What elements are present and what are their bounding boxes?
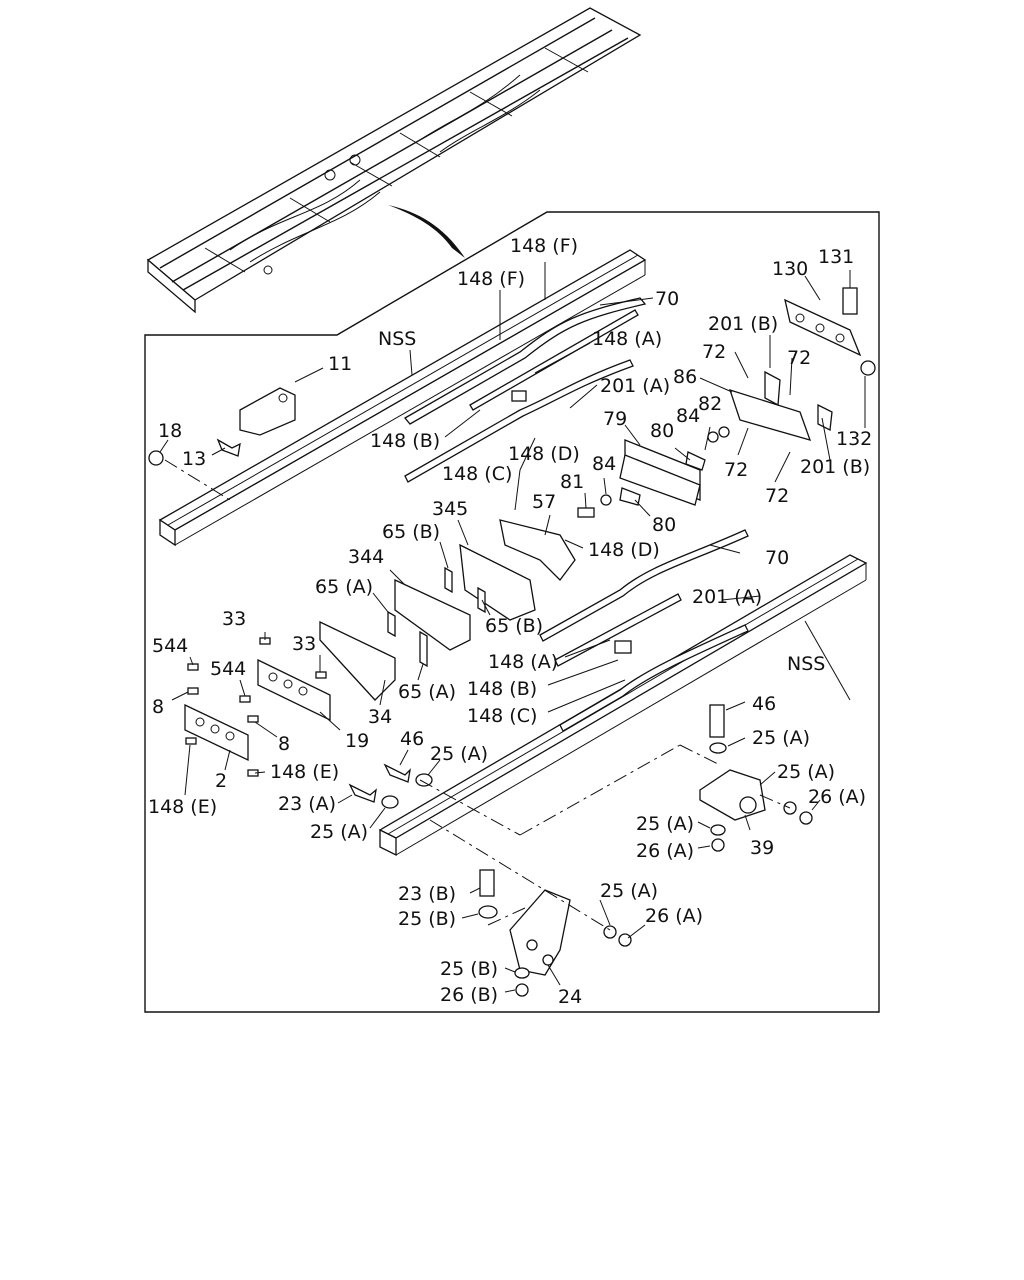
detail-frame-border — [144, 211, 880, 1013]
part-label: 33 — [222, 608, 246, 630]
part-label: 26 (A) — [808, 786, 866, 808]
part-label: 8 — [152, 696, 164, 718]
part-label: 11 — [328, 353, 352, 375]
leader-lines — [159, 262, 866, 993]
part-label: 46 — [752, 693, 776, 715]
part-label: 345 — [432, 498, 468, 520]
part-label: NSS — [787, 653, 825, 675]
part-label: 18 — [158, 420, 182, 442]
part-label: 148 (A) — [488, 651, 558, 673]
part-label: 65 (B) — [485, 615, 543, 637]
part-label: 24 — [558, 986, 582, 1008]
part-label: 148 (C) — [442, 463, 512, 485]
part-label: 80 — [650, 420, 674, 442]
part-label: 148 (C) — [467, 705, 537, 727]
part-label: 33 — [292, 633, 316, 655]
part-label: 65 (A) — [315, 576, 373, 598]
part-label: 19 — [345, 730, 369, 752]
part-label: 26 (A) — [636, 840, 694, 862]
part-label: 72 — [724, 459, 748, 481]
part-label: 86 — [673, 366, 697, 388]
part-label: 2 — [215, 770, 227, 792]
brackets-and-cross-members — [148, 287, 876, 997]
part-label: 25 (A) — [752, 727, 810, 749]
part-label: 201 (A) — [692, 586, 762, 608]
part-label: 148 (E) — [148, 796, 217, 818]
part-label: 148 (D) — [508, 443, 580, 465]
part-label: 72 — [787, 347, 811, 369]
part-label: 148 (B) — [370, 430, 440, 452]
part-label: 34 — [368, 706, 392, 728]
part-label: 70 — [765, 547, 789, 569]
part-label: 80 — [652, 514, 676, 536]
part-label: 81 — [560, 471, 584, 493]
part-label: 39 — [750, 837, 774, 859]
part-label: 13 — [182, 448, 206, 470]
part-label: 79 — [603, 408, 627, 430]
part-label: 26 (A) — [645, 905, 703, 927]
part-label: 65 (B) — [382, 521, 440, 543]
part-label: 26 (B) — [440, 984, 498, 1006]
part-label: 25 (A) — [636, 813, 694, 835]
part-label: 25 (B) — [398, 908, 456, 930]
part-label: 344 — [348, 546, 384, 568]
part-label: 65 (A) — [398, 681, 456, 703]
part-label: 148 (B) — [467, 678, 537, 700]
part-label: 148 (A) — [592, 328, 662, 350]
part-label: 82 — [698, 393, 722, 415]
part-label: 131 — [818, 246, 854, 268]
overview-chassis-frame — [146, 7, 642, 314]
left-side-rail — [158, 249, 647, 547]
part-label: 544 — [152, 635, 188, 657]
part-label: 72 — [765, 485, 789, 507]
part-label: 46 — [400, 728, 424, 750]
assembly-centre-lines — [164, 459, 791, 931]
part-label: 84 — [592, 453, 616, 475]
part-label: 25 (A) — [430, 743, 488, 765]
part-label: 25 (A) — [777, 761, 835, 783]
part-label: 148 (F) — [510, 235, 578, 257]
part-label: 201 (B) — [708, 313, 778, 335]
part-label: NSS — [378, 328, 416, 350]
part-label: 23 (B) — [398, 883, 456, 905]
part-label: 201 (B) — [800, 456, 870, 478]
part-label: 25 (A) — [600, 880, 658, 902]
part-label: 130 — [772, 258, 808, 280]
part-label: 23 (A) — [278, 793, 336, 815]
reinforcement-plates — [404, 297, 749, 732]
part-label: 544 — [210, 658, 246, 680]
part-label: 148 (D) — [588, 539, 660, 561]
part-label: 148 (F) — [457, 268, 525, 290]
part-label: 84 — [676, 405, 700, 427]
part-label: 25 (B) — [440, 958, 498, 980]
callout-arrow-icon — [388, 205, 465, 258]
part-label: 132 — [836, 428, 872, 450]
part-label: 70 — [655, 288, 679, 310]
part-label: 201 (A) — [600, 375, 670, 397]
part-label: 8 — [278, 733, 290, 755]
part-label: 72 — [702, 341, 726, 363]
part-label: 148 (E) — [270, 761, 339, 783]
part-label: 25 (A) — [310, 821, 368, 843]
part-label: 57 — [532, 491, 556, 513]
part-labels: 148 (F) 148 (F) 70 NSS 148 (A) 11 201 (A… — [148, 235, 872, 1008]
